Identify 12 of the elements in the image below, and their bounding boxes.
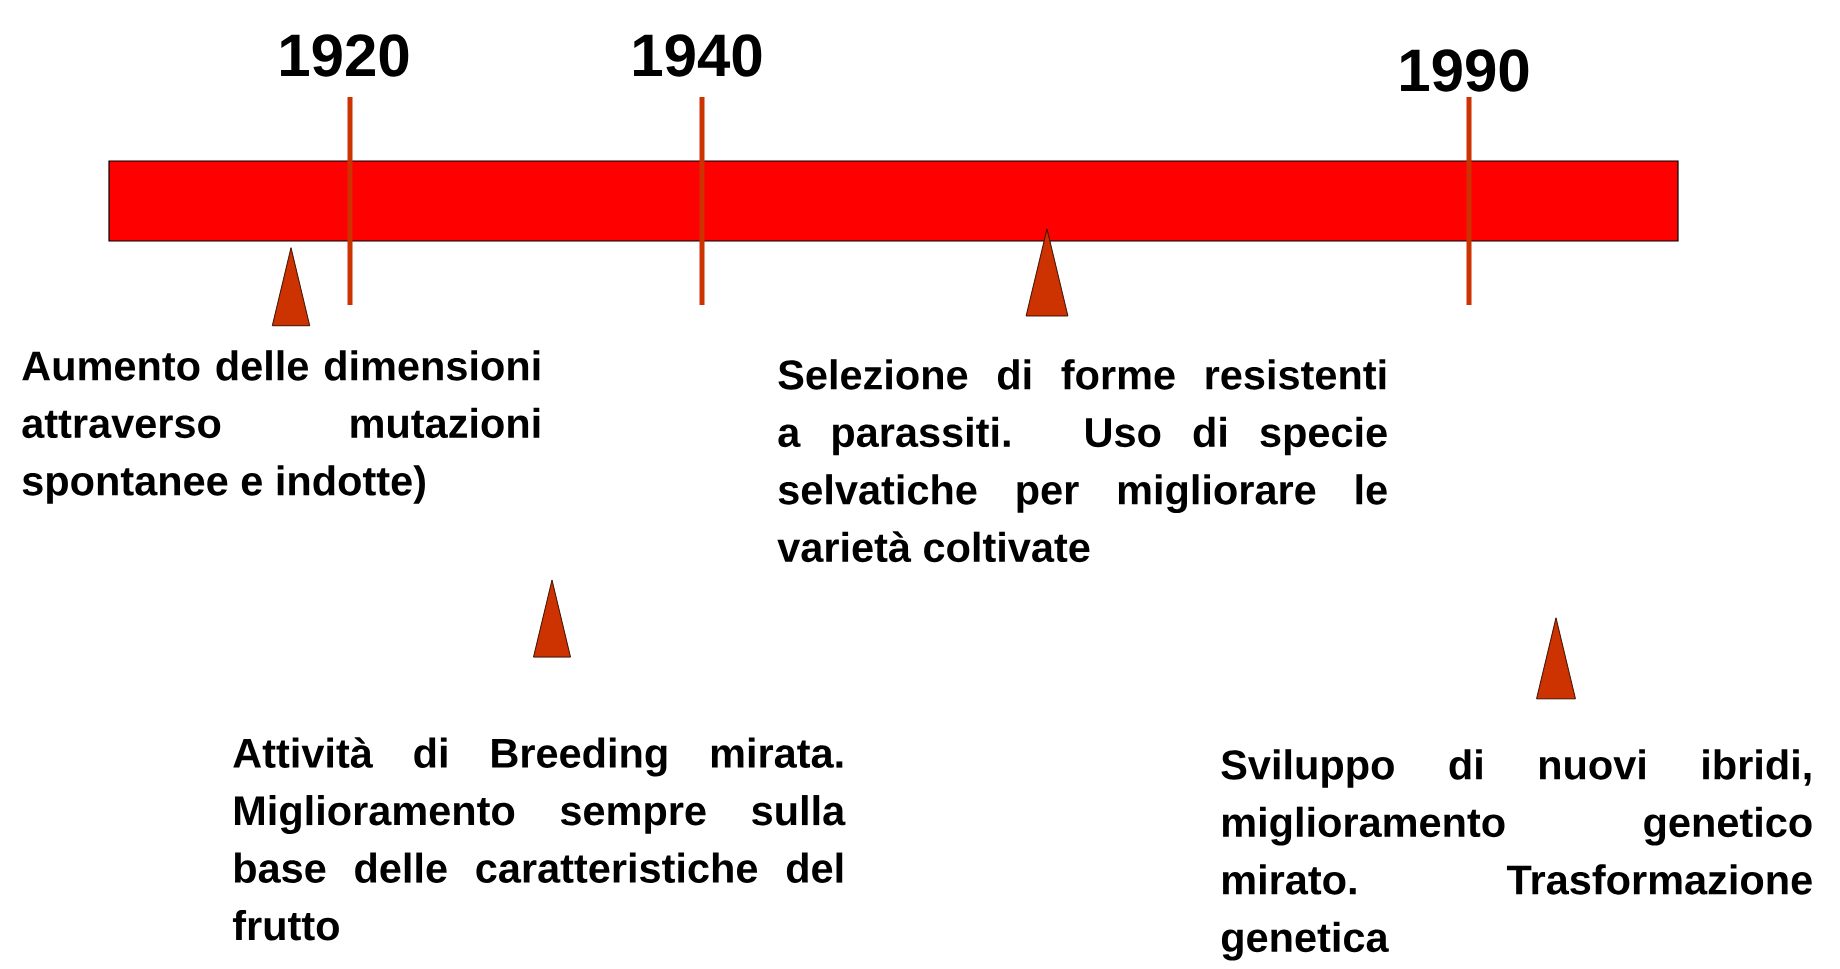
year-label: 1990 xyxy=(1401,49,1529,92)
triangle-marker xyxy=(1025,228,1069,317)
timeline-bar xyxy=(108,160,1679,242)
triangle-marker xyxy=(1536,617,1576,700)
triangle-marker xyxy=(271,247,311,327)
triangle-marker xyxy=(533,579,571,658)
event-description: Aumento delle dimensioni attraverso mutazioni spontanee e indotte) xyxy=(22,350,540,504)
year-label: 1940 xyxy=(634,34,762,77)
event-description: Selezione di forme resistenti a parassiti. Uso di specie selvatiche per migliorare le varietà coltivate xyxy=(777,359,1387,563)
year-label: 1920 xyxy=(281,34,409,77)
event-description: Sviluppo di nuovi ibridi, miglioramento genetico mirato. Trasformazione genetica xyxy=(1221,749,1812,961)
event-description: Attività di Breeding mirata. Miglioramento sempre sulla base delle caratteristiche del frutto xyxy=(232,737,846,941)
